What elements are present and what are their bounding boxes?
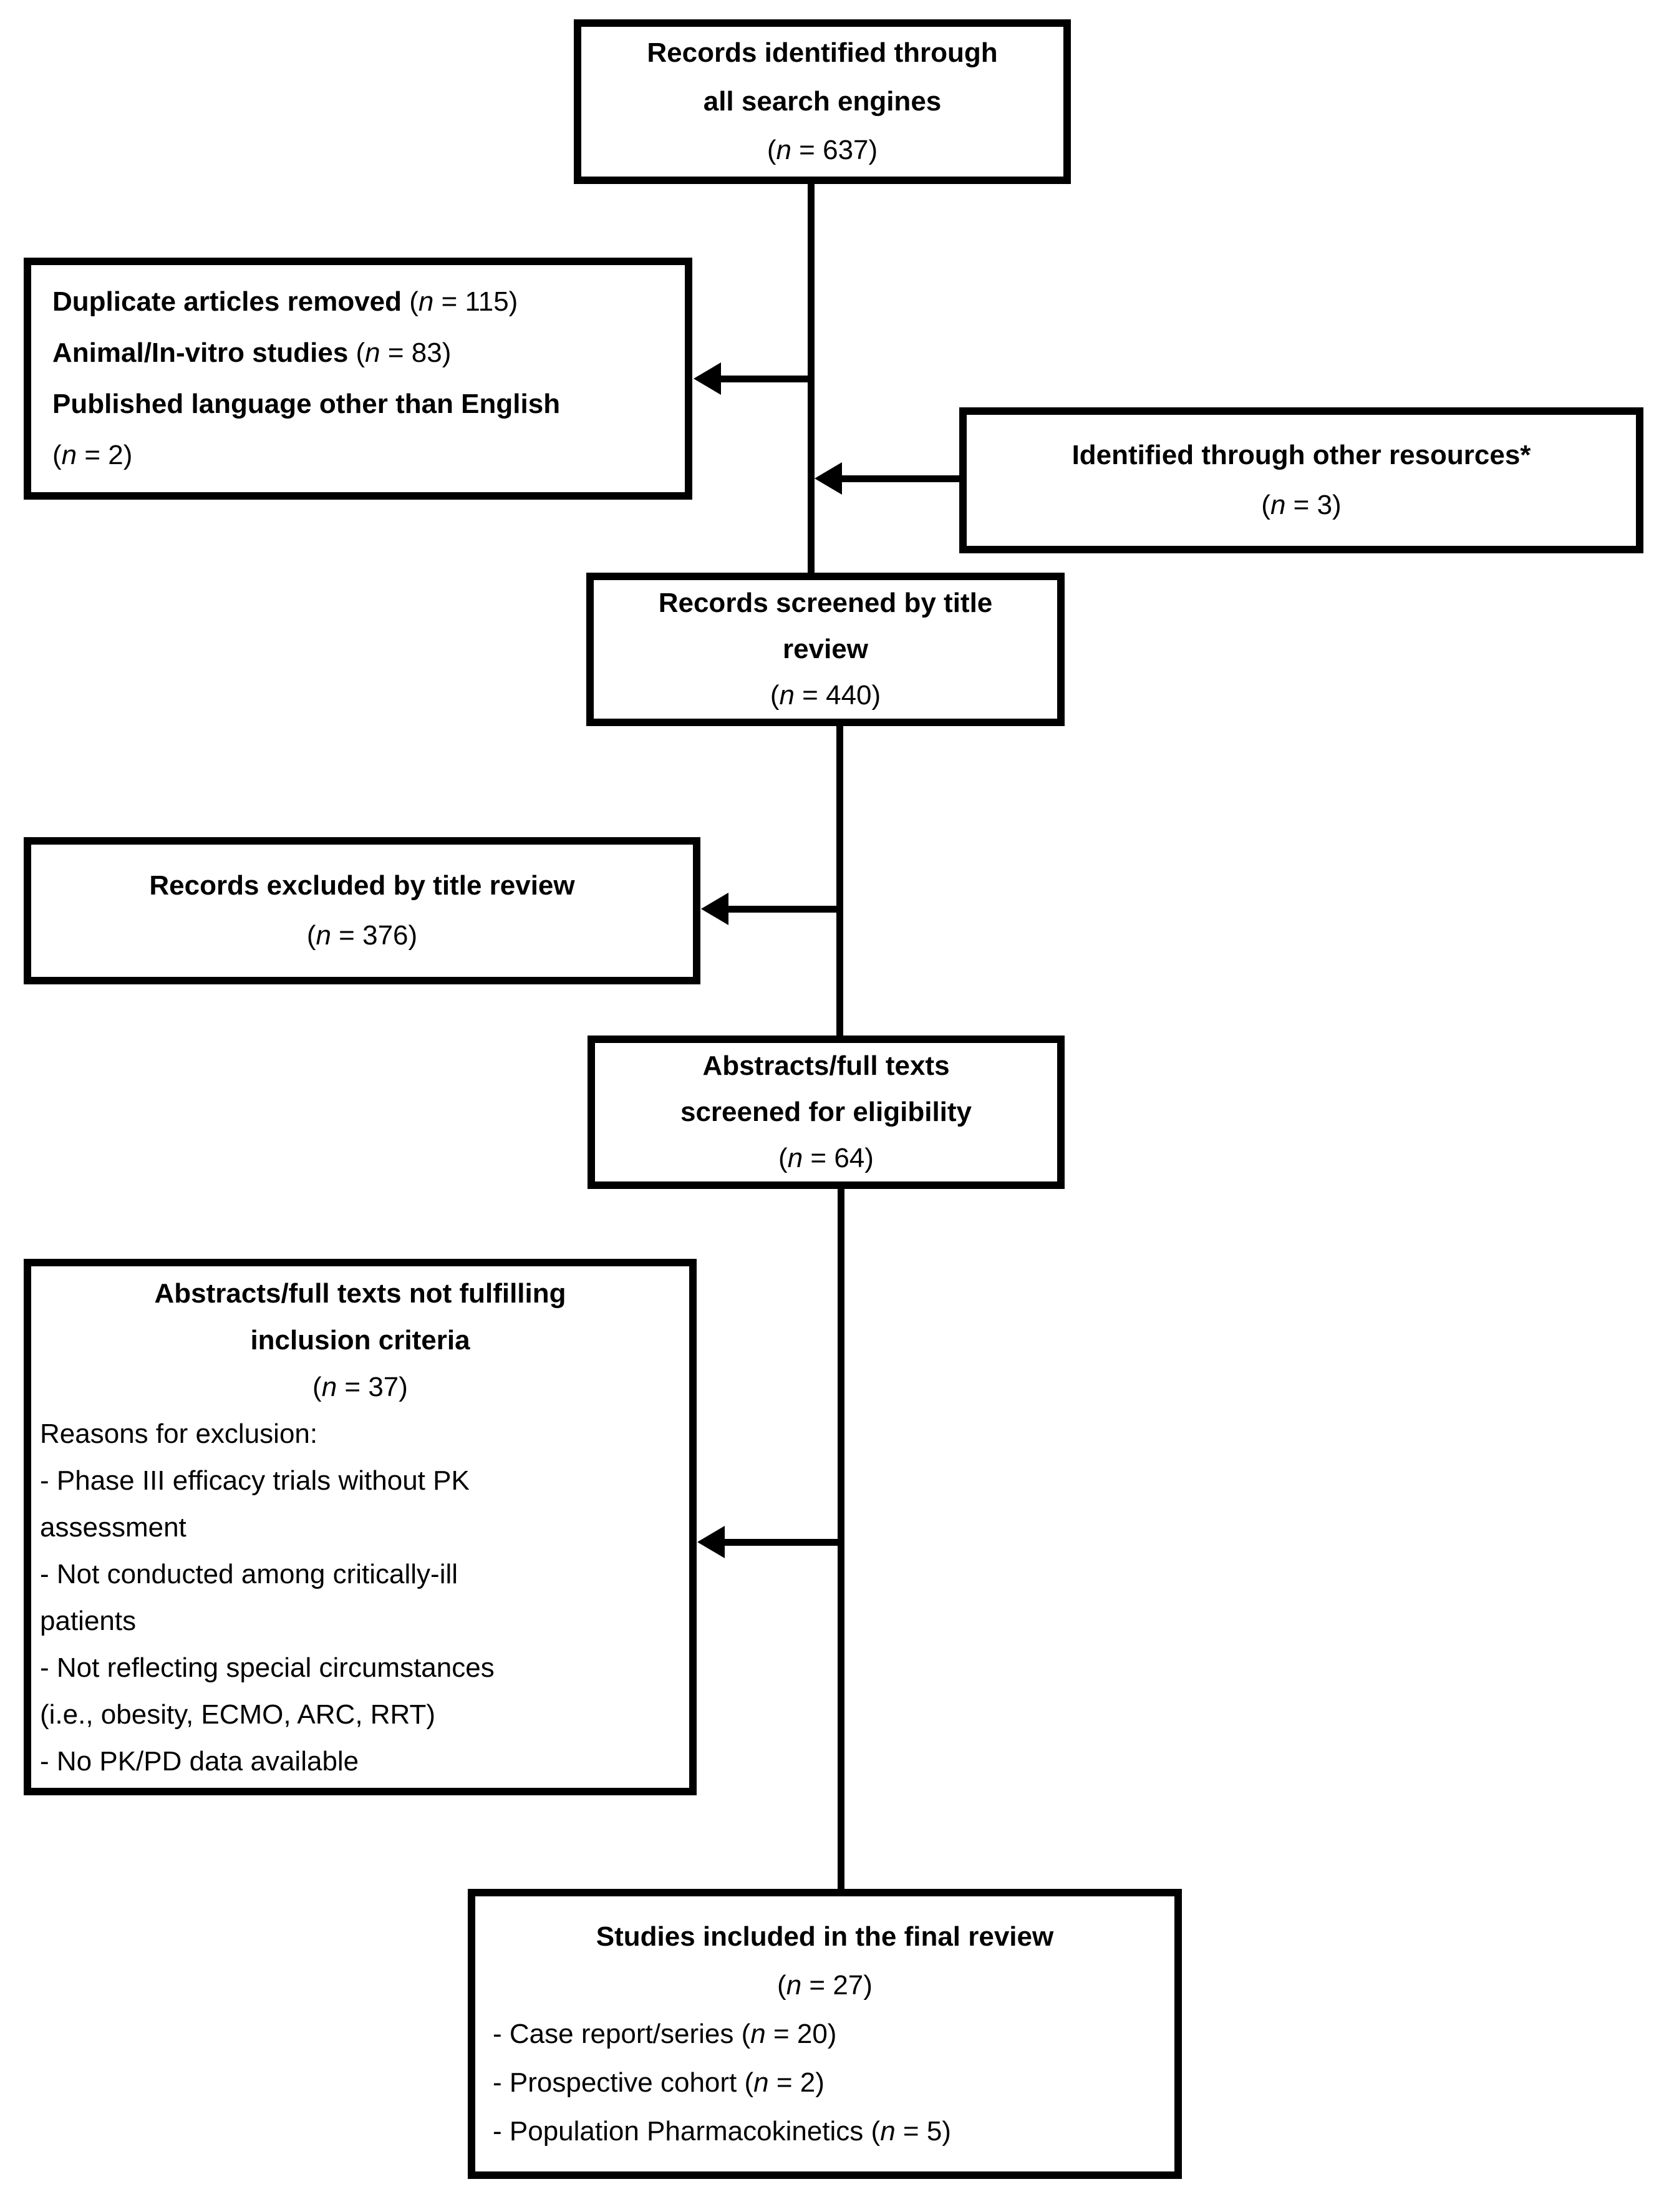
reasons-heading: Reasons for exclusion:: [40, 1418, 318, 1449]
box-title-line: inclusion criteria: [250, 1324, 470, 1356]
reason-line: patients: [40, 1605, 137, 1636]
exclusion-line: Published language other than English: [52, 379, 560, 430]
arrowhead-left-icon: [697, 1526, 725, 1558]
included-item: - Prospective cohort (n = 2): [493, 2067, 825, 2098]
connector-abstracts-to-included: [838, 1188, 844, 1893]
exclusion-line: Duplicate articles removed (n = 115): [52, 276, 518, 327]
connector-from-other-resources: [842, 475, 959, 482]
box-count: (n = 376): [306, 920, 418, 951]
box-title-line: Studies included in the final review: [596, 1921, 1054, 1952]
box-count: (n = 3): [1261, 490, 1342, 520]
box-count: (n = 27): [777, 1969, 873, 2001]
box-title-line: Abstracts/full texts not fulfilling: [154, 1278, 566, 1309]
box-title-line: Abstracts/full texts: [702, 1050, 950, 1081]
box-count: (n = 637): [767, 135, 878, 165]
box-records-identified: Records identified through all search en…: [574, 19, 1071, 184]
box-excluded-by-title: Records excluded by title review (n = 37…: [24, 837, 700, 984]
box-title-line: all search engines: [703, 86, 942, 117]
exclusion-count: (n = 83): [356, 337, 452, 368]
reason-line: - Phase III efficacy trials without PK: [40, 1465, 470, 1496]
connector-screened-to-abstracts: [836, 724, 843, 1039]
box-title-line: screened for eligibility: [680, 1097, 972, 1127]
exclusion-count: (n = 2): [52, 440, 133, 470]
reason-line: - No PK/PD data available: [40, 1745, 359, 1777]
box-title-line: Records excluded by title review: [149, 870, 575, 901]
arrowhead-left-icon: [701, 893, 728, 925]
exclusion-label: Duplicate articles removed: [52, 286, 410, 317]
box-duplicates-removed: Duplicate articles removed (n = 115) Ani…: [24, 258, 692, 500]
reason-line: (i.e., obesity, ECMO, ARC, RRT): [40, 1699, 436, 1730]
reason-line: assessment: [40, 1511, 186, 1543]
box-not-fulfilling-criteria: Abstracts/full texts not fulfilling incl…: [24, 1259, 697, 1795]
box-other-resources: Identified through other resources* (n =…: [959, 407, 1643, 553]
exclusion-label: Animal/In-vitro studies: [52, 337, 356, 368]
included-item: - Case report/series (n = 20): [493, 2018, 837, 2049]
box-count: (n = 64): [778, 1143, 874, 1173]
reason-line: - Not reflecting special circumstances: [40, 1652, 495, 1683]
arrowhead-left-icon: [815, 462, 842, 495]
box-studies-included: Studies included in the final review (n …: [468, 1889, 1182, 2179]
connector-to-not-fulfilling: [725, 1539, 839, 1546]
included-item: - Population Pharmacokinetics (n = 5): [493, 2115, 951, 2147]
box-count: (n = 37): [312, 1371, 408, 1402]
connector-to-excluded: [728, 906, 843, 913]
arrowhead-left-icon: [694, 362, 721, 395]
exclusion-line: Animal/In-vitro studies (n = 83): [52, 327, 451, 379]
box-abstracts-screened: Abstracts/full texts screened for eligib…: [588, 1036, 1065, 1189]
box-title-line: Identified through other resources*: [1071, 440, 1531, 470]
box-title-line: Records screened by title: [658, 588, 993, 618]
exclusion-count: (n = 115): [409, 286, 518, 317]
connector-to-duplicates: [721, 376, 815, 382]
box-title-line: review: [783, 634, 868, 664]
reason-line: - Not conducted among critically-ill: [40, 1558, 458, 1589]
box-title-line: Records identified through: [647, 37, 998, 68]
exclusion-label: Published language other than English: [52, 389, 561, 419]
box-screened-by-title: Records screened by title review (n = 44…: [586, 573, 1065, 726]
box-count: (n = 440): [770, 680, 881, 711]
